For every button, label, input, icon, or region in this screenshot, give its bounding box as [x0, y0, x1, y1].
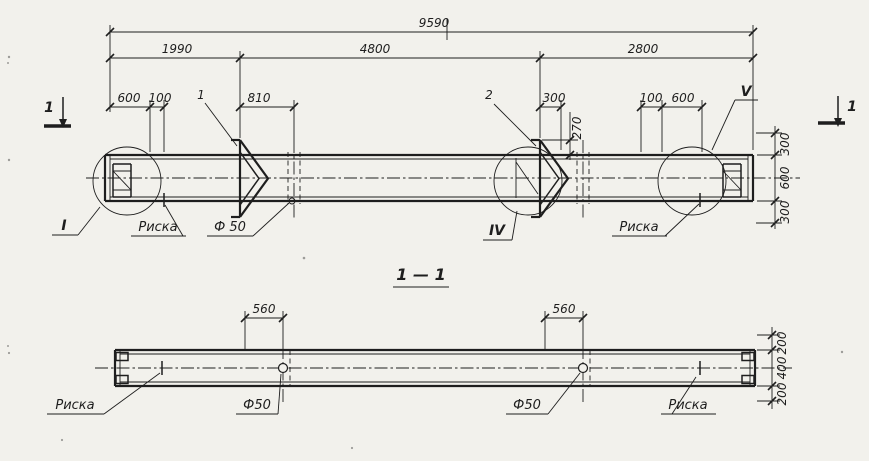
dim-seg-right-value: 2800: [628, 42, 659, 56]
dim-loop2-300: 300: [535, 91, 566, 112]
detail-V-label: V: [741, 84, 753, 100]
dim-810-value: 810: [248, 91, 271, 105]
dim-560-right: 560: [540, 302, 588, 350]
phi50-left-plan-text: Ф50: [243, 398, 271, 413]
dim-loop-height-270: 270: [565, 112, 584, 160]
detail-I-label: I: [61, 218, 66, 234]
section-title-text: 1 — 1: [396, 265, 445, 284]
label-riska-left: Риска: [131, 204, 186, 237]
label-phi50-right-plan: Ф50: [506, 372, 581, 415]
beam-plan-outline: [113, 348, 757, 388]
label-riska-left-plan: Риска: [47, 372, 161, 415]
dim-560-right-value: 560: [553, 302, 576, 316]
label-phi50-left-plan: Ф50: [236, 373, 282, 415]
detail-circle-V: [657, 146, 727, 216]
hole-marks-right: [576, 140, 590, 218]
beam-elevation-outline: [103, 153, 755, 203]
callout-loop2-label: 2: [485, 88, 493, 102]
section-right-number: 1: [847, 99, 857, 115]
section-title: 1 — 1: [393, 265, 449, 288]
dim-loop1-to-hole: 810: [235, 91, 299, 112]
phi50-right-plan-text: Ф50: [513, 398, 541, 413]
embed-detail-right: [722, 155, 749, 201]
end-detail-right-plan: [741, 350, 755, 386]
callout-loop1: 1: [197, 88, 238, 147]
dim-300-value: 300: [543, 91, 566, 105]
dim-width-top-value: 200: [775, 331, 789, 354]
embed-detail-mid: [515, 158, 539, 198]
detail-callout-IV: IV: [483, 210, 518, 241]
hole-2: [577, 311, 591, 403]
hole-1: [277, 311, 291, 403]
dim-left-600-value: 600: [118, 91, 141, 105]
section-marker-left: 1: [44, 97, 71, 128]
detail-circle-IV: [493, 146, 563, 216]
dim-overall-value: 9590: [419, 16, 450, 30]
scan-artifacts: [7, 55, 844, 450]
label-phi50-hole: Ф 50: [207, 197, 296, 237]
riska-right-plan-text: Риска: [668, 398, 707, 413]
dim-width-bot-value: 200: [775, 382, 789, 405]
dim-560-left: 560: [240, 302, 288, 350]
detail-callout-V: V: [711, 84, 758, 151]
hole-marks-left: [287, 140, 301, 218]
dim-seg-left-value: 1990: [162, 42, 193, 56]
dim-segments: 1990 4800 2800: [105, 42, 758, 63]
extension-lines: [109, 19, 782, 224]
dim-right-end-offsets: 100 600: [636, 91, 707, 112]
section-left-number: 1: [44, 100, 54, 116]
dim-left-100-value: 100: [149, 91, 172, 105]
bottom-view-section: 1 — 1: [47, 265, 792, 415]
embed-detail-left: [109, 155, 132, 201]
label-riska-right: Риска: [612, 203, 700, 237]
dim-560-left-value: 560: [253, 302, 276, 316]
dim-right-600-value: 600: [672, 91, 695, 105]
callout-loop1-label: 1: [197, 88, 205, 102]
lifting-loop-1: [231, 138, 270, 219]
riska-left-text: Риска: [138, 220, 177, 235]
dim-overall: 9590: [105, 16, 758, 37]
dim-height-bot-value: 300: [778, 200, 792, 223]
callout-loop2: 2: [485, 88, 537, 147]
section-marker-right: 1: [818, 96, 857, 127]
lifting-loop-2: [531, 138, 570, 219]
dim-height-top-value: 300: [778, 132, 792, 155]
phi50-text: Ф 50: [214, 220, 246, 235]
riska-right-text: Риска: [619, 220, 658, 235]
dim-left-end-offsets: 600 100: [105, 91, 172, 112]
riska-left-plan-text: Риска: [55, 398, 94, 413]
dim-right-100-value: 100: [640, 91, 663, 105]
dim-seg-mid-value: 4800: [360, 42, 391, 56]
dim-width-stack: 200 400 200: [757, 327, 789, 409]
detail-IV-label: IV: [489, 223, 506, 239]
dim-270-value: 270: [570, 116, 584, 139]
end-detail-left-plan: [115, 350, 129, 386]
detail-circle-I: [92, 146, 162, 216]
section-left-arrow-icon: [59, 119, 67, 128]
detail-callout-I: I: [52, 206, 101, 236]
dim-width-mid-value: 400: [775, 356, 789, 379]
dim-height-stack: 300 600 300: [770, 126, 792, 229]
top-view-elevation: 9590 1990 4800 2800 600 100 810: [44, 16, 857, 241]
dim-height-mid-value: 600: [778, 166, 792, 189]
label-riska-right-plan: Риска: [661, 376, 716, 415]
